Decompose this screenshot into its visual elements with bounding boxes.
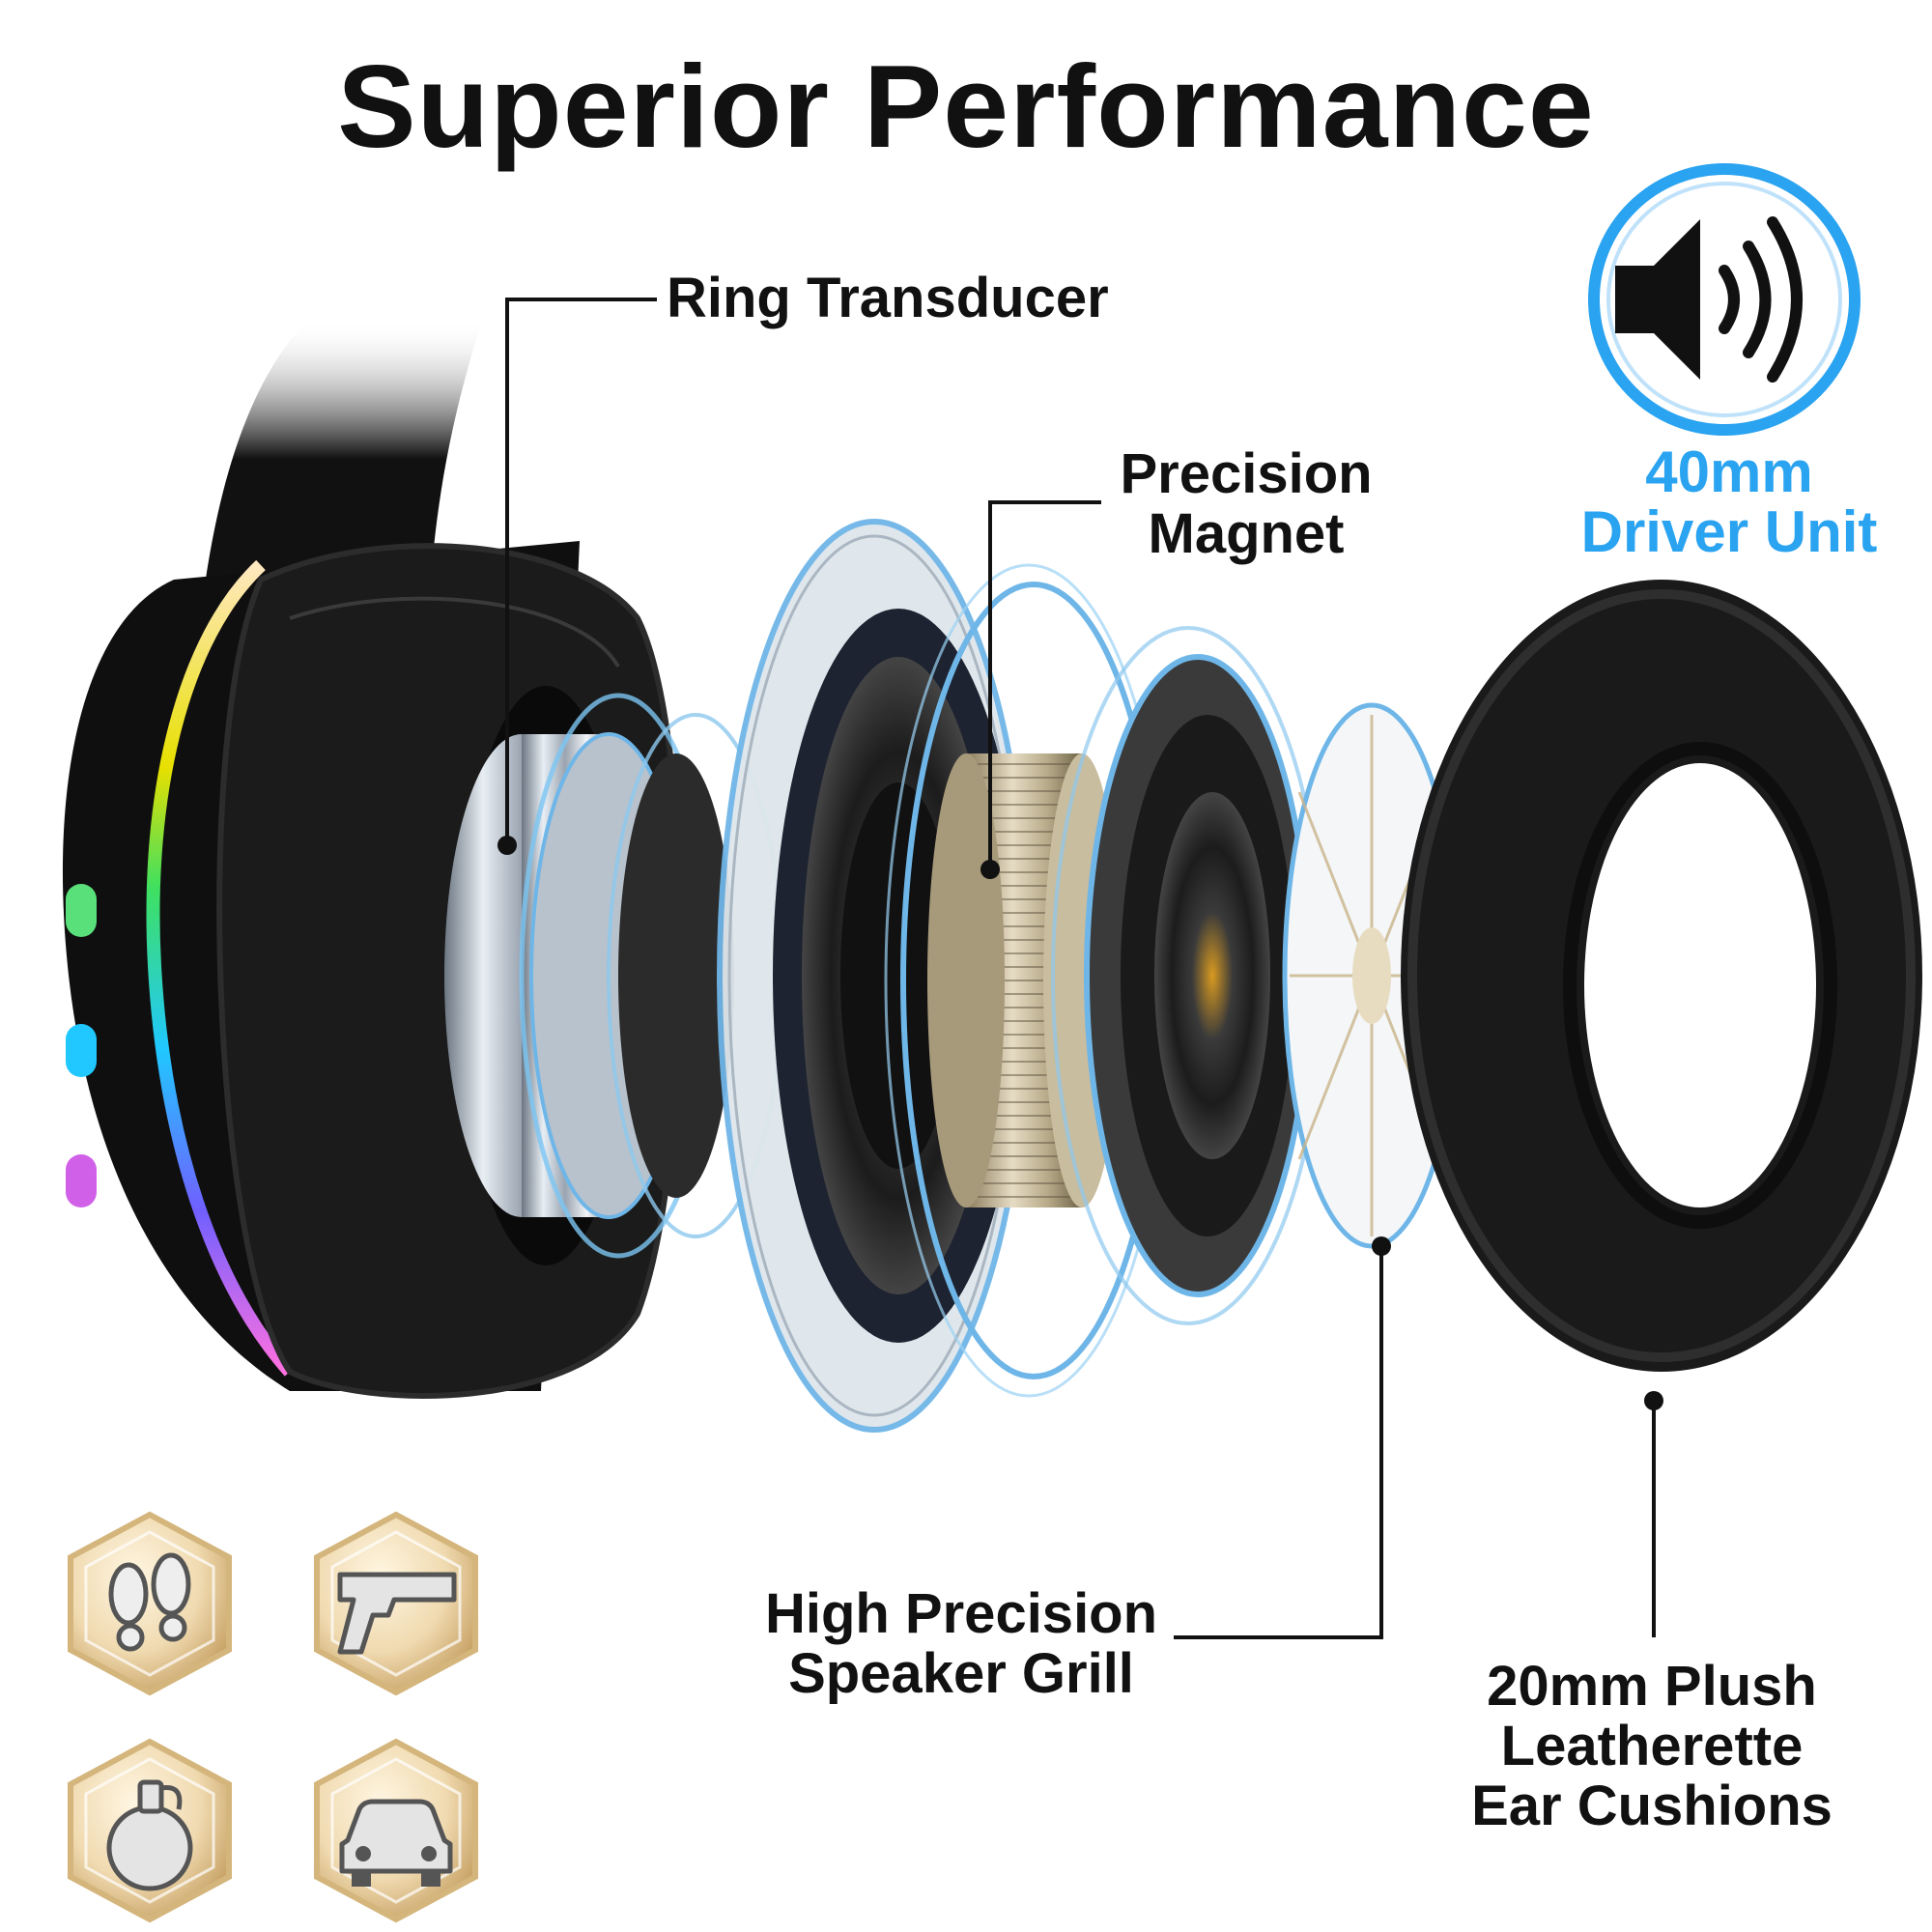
- speaker-volume-icon: [1588, 163, 1861, 436]
- ear-cushions-line-1: 20mm Plush: [1487, 1655, 1817, 1718]
- gun-icon: [314, 1511, 478, 1696]
- ear-cushions-line-3: Ear Cushions: [1471, 1775, 1833, 1837]
- speaker-grill-label: High Precision Speaker Grill: [749, 1584, 1174, 1704]
- footsteps-icon: [68, 1511, 232, 1696]
- ring-transducer-label: Ring Transducer: [667, 267, 1109, 329]
- car-icon: [314, 1738, 478, 1923]
- page-title: Superior Performance: [337, 41, 1595, 172]
- driver-unit-line-1: 40mm: [1645, 440, 1813, 504]
- speaker-grill-line-2: Speaker Grill: [788, 1642, 1134, 1705]
- ear-cushions-line-2: Leatherette: [1500, 1715, 1804, 1777]
- precision-magnet-line-2: Magnet: [1148, 502, 1345, 565]
- precision-magnet-line-1: Precision: [1120, 442, 1373, 505]
- driver-unit-label: 40mm Driver Unit: [1550, 442, 1908, 562]
- precision-magnet-label: Precision Magnet: [1101, 444, 1391, 564]
- driver-unit-line-2: Driver Unit: [1580, 499, 1878, 564]
- grenade-icon: [68, 1738, 232, 1923]
- ear-cushions-label: 20mm Plush Leatherette Ear Cushions: [1449, 1657, 1855, 1836]
- speaker-grill-line-1: High Precision: [764, 1582, 1158, 1645]
